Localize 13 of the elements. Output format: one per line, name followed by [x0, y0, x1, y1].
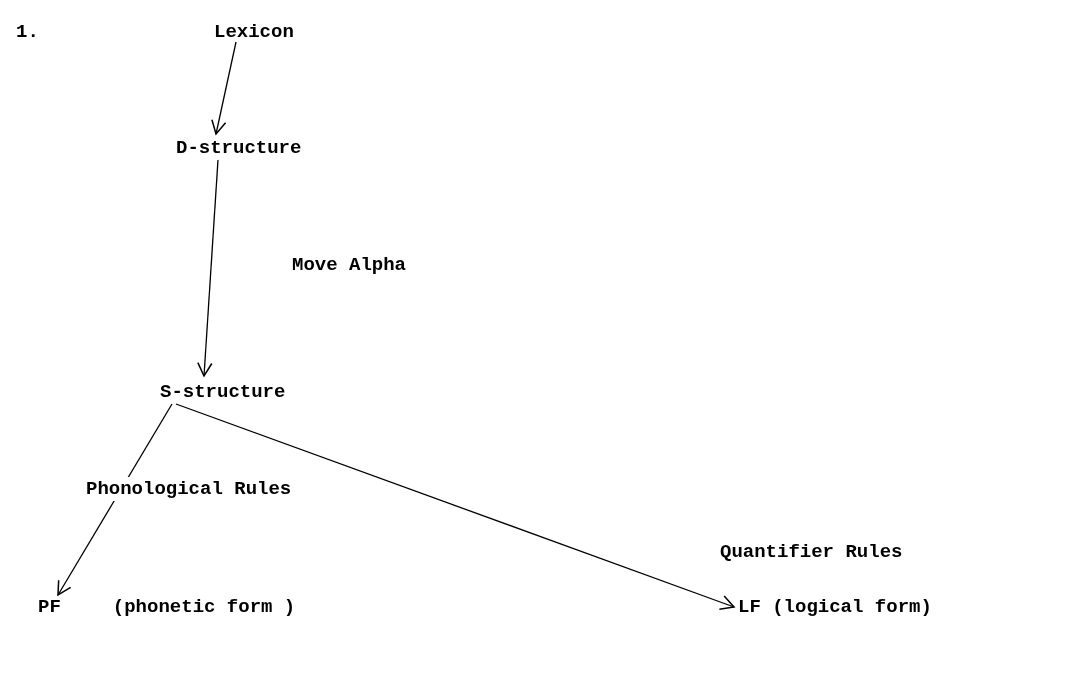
edge-label: Phonological Rules: [86, 477, 292, 501]
text-label: Move Alpha: [292, 253, 407, 277]
node-label: LF (logical form): [738, 595, 932, 619]
node-label: PF: [38, 595, 61, 619]
node-label: S-structure: [160, 380, 286, 404]
arrow: [197, 159, 219, 377]
text-label: Quantifier Rules: [720, 540, 903, 564]
node-label: Lexicon: [214, 20, 294, 44]
arrow: [211, 41, 237, 135]
arrow: [175, 403, 735, 610]
node-label: D-structure: [176, 136, 302, 160]
node-label: (phonetic form ): [112, 595, 296, 619]
text-label: 1.: [16, 20, 39, 44]
